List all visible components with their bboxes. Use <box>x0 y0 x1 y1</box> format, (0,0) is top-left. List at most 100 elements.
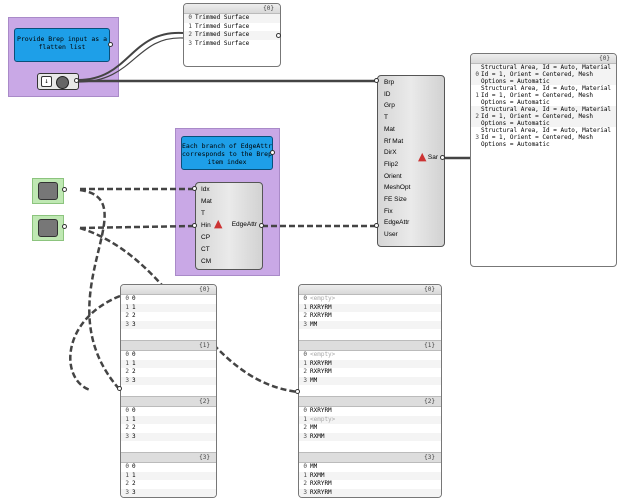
edge-input-label[interactable]: Hin <box>201 222 211 229</box>
branch-spacer <box>299 441 441 452</box>
item-value: Trimmed Surface <box>195 39 250 47</box>
hinge-panel-input-grip[interactable] <box>295 389 300 394</box>
edge-input-label[interactable]: Mat <box>201 198 212 205</box>
item-index: 2 <box>303 368 307 375</box>
item-index: 0 <box>188 14 192 21</box>
edge-input-label[interactable]: CM <box>201 258 212 265</box>
sar-input-label[interactable]: T <box>384 114 388 122</box>
item-value: Structural Area, Id = Auto, Material Id … <box>481 127 615 148</box>
sar-output-grip[interactable] <box>440 155 445 160</box>
item-value: Trimmed Surface <box>195 31 250 38</box>
edge-idx-grip[interactable] <box>192 186 197 191</box>
brep-param-toggle-icon[interactable]: ↓ <box>41 76 52 87</box>
item-value: 0 <box>132 463 136 470</box>
sar-output-label: Sar <box>427 154 438 161</box>
item-value: 1 <box>132 303 136 311</box>
sar-input-label[interactable]: User <box>384 231 398 239</box>
edge-input-label[interactable]: T <box>201 210 205 217</box>
sar-input-label[interactable]: ID <box>384 90 391 98</box>
hex-param-icon[interactable] <box>38 182 58 200</box>
brep-note[interactable]: Provide Brep input as a flatten list <box>14 28 110 62</box>
edge-note-output-grip[interactable] <box>270 150 275 155</box>
item-index: 3 <box>125 320 129 328</box>
item-value: 3 <box>132 432 136 440</box>
item-value: 1 <box>132 415 136 423</box>
edge-input-label[interactable]: CP <box>201 234 211 241</box>
edge-input-label[interactable]: Idx <box>201 186 210 193</box>
item-value: MM <box>310 376 318 384</box>
sar-input-label[interactable]: MeshOpt <box>384 184 411 192</box>
item-value: <empty> <box>310 351 336 358</box>
sar-input-label[interactable]: Flip2 <box>384 160 399 168</box>
item-value: RXRYRM <box>310 480 332 487</box>
item-value: 1 <box>132 359 136 367</box>
edge-hin-grip[interactable] <box>192 223 197 228</box>
sar-input-label[interactable]: Mat <box>384 125 395 133</box>
item-index: 0 <box>303 295 307 302</box>
sar-input-label[interactable]: Fix <box>384 207 393 215</box>
brep-parameter[interactable]: ↓ <box>37 73 79 90</box>
trimmed-panel-path: {0} <box>184 4 280 14</box>
sar-input-label[interactable]: Orient <box>384 172 402 180</box>
edge-input-label[interactable]: CT <box>201 246 210 253</box>
sar-input-label[interactable]: EdgeAttr <box>384 219 410 227</box>
sar-input-label[interactable]: Rf Mat <box>384 137 404 145</box>
sar-input-label[interactable]: Brp <box>384 79 395 86</box>
item-index: 3 <box>475 134 479 141</box>
item-index: 1 <box>125 303 129 311</box>
branch-path: {1} <box>299 340 441 351</box>
hinge-param-output-grip[interactable] <box>62 224 67 229</box>
item-index: 0 <box>303 407 307 414</box>
branch-spacer <box>299 385 441 396</box>
trimmed-panel-output-grip[interactable] <box>276 33 281 38</box>
sar-input-label[interactable]: FE Size <box>384 196 407 203</box>
index-parameter-group[interactable] <box>32 178 64 204</box>
index-param-output-grip[interactable] <box>62 187 67 192</box>
edge-note-text: Each branch of EdgeAttr corresponds to t… <box>182 142 273 166</box>
item-index: 1 <box>125 471 129 479</box>
branch-spacer <box>299 329 441 340</box>
index-panel-input-grip[interactable] <box>117 386 122 391</box>
sar-input-label[interactable]: DirX <box>384 149 397 157</box>
item-index: 0 <box>475 71 479 78</box>
item-value: Structural Area, Id = Auto, Material Id … <box>481 106 615 127</box>
brep-param-output-grip[interactable] <box>74 78 79 83</box>
edge-note[interactable]: Each branch of EdgeAttr corresponds to t… <box>181 136 273 170</box>
sar-edgeattr-grip[interactable] <box>374 223 379 228</box>
sar-input-label[interactable]: Grp <box>384 102 395 110</box>
edge-output-label: EdgeAttr <box>231 221 257 228</box>
item-value: RXRYRM <box>310 359 332 367</box>
edge-output-grip[interactable] <box>259 223 264 228</box>
sar-brp-grip[interactable] <box>374 78 379 83</box>
item-index: 3 <box>125 376 129 384</box>
hex-param-icon[interactable] <box>38 219 58 237</box>
hinge-parameter-group[interactable] <box>32 215 64 241</box>
item-index: 1 <box>303 303 307 311</box>
item-value: 0 <box>132 295 136 302</box>
branch-path: {0} <box>299 285 441 295</box>
item-value: RXMM <box>310 471 325 479</box>
brep-note-output-grip[interactable] <box>108 42 113 47</box>
